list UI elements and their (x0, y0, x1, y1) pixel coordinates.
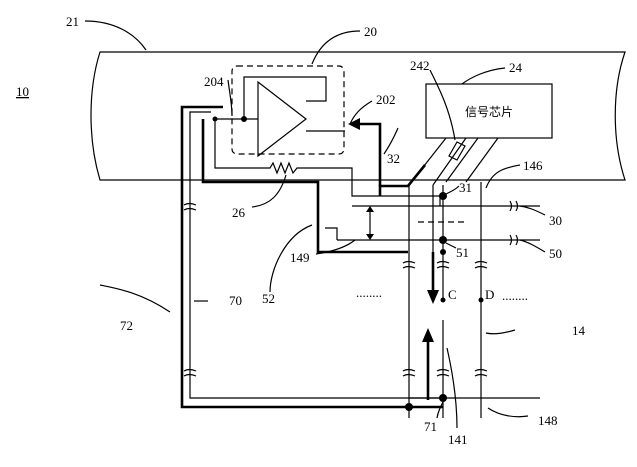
figure-label: 10 (16, 84, 29, 99)
horizontal-lines (325, 196, 540, 246)
chip-leads (408, 137, 499, 186)
bold-wire-32 (378, 164, 427, 196)
label-30: 30 (549, 213, 562, 228)
amplifier (215, 76, 345, 158)
label-50: 50 (549, 246, 562, 261)
label-141: 141 (448, 432, 468, 447)
label-70: 70 (229, 293, 242, 308)
panel-substrate (90, 51, 626, 181)
label-26: 26 (232, 205, 246, 220)
label-52: 52 (262, 291, 275, 306)
label-146: 146 (523, 158, 543, 173)
label-71: 71 (424, 419, 437, 434)
label-202: 202 (376, 92, 396, 107)
resistor (214, 119, 440, 197)
signal-chip-label: 信号芯片 (465, 105, 513, 119)
label-31: 31 (459, 180, 472, 195)
spacing-arrow (366, 206, 374, 240)
down-arrow (427, 252, 439, 304)
label-14: 14 (572, 323, 586, 338)
label-149: 149 (290, 250, 310, 265)
bold-wire-72 (180, 105, 443, 409)
leader-lines (84, 20, 546, 429)
label-51: 51 (456, 245, 469, 260)
ellipsis-left: ........ (356, 285, 382, 300)
thin-wire-70 (189, 111, 443, 399)
bold-wire-52 (201, 119, 408, 254)
label-204: 204 (204, 74, 224, 89)
bold-arrow-32 (355, 122, 382, 186)
label-32: 32 (387, 151, 400, 166)
label-20: 20 (364, 24, 377, 39)
ellipsis-right: ........ (502, 288, 528, 303)
label-D: D (485, 287, 494, 302)
label-72: 72 (120, 318, 133, 333)
label-24: 24 (509, 60, 523, 75)
amplifier-module-box (231, 65, 345, 155)
label-148: 148 (538, 413, 558, 428)
label-21: 21 (66, 14, 79, 29)
up-arrow (422, 328, 434, 400)
label-242: 242 (410, 58, 430, 73)
signal-chip: 信号芯片 (425, 83, 553, 139)
junction-dots (212, 116, 484, 411)
label-C: C (448, 287, 457, 302)
